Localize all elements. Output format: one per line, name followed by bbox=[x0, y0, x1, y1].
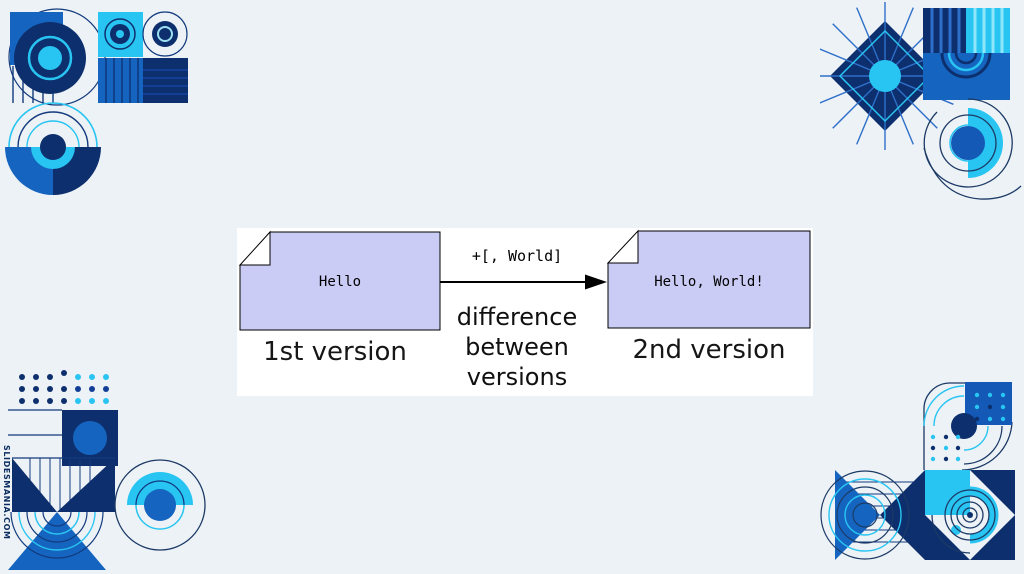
version-diff-diagram bbox=[238, 229, 811, 331]
half-circle-motif bbox=[5, 102, 101, 195]
watermark-text: SLIDESMANIA.COM bbox=[2, 445, 11, 540]
spiral-circle-motif bbox=[923, 98, 1022, 200]
watermark: SLIDESMANIA.COM bbox=[2, 445, 12, 571]
caption-first-version: 1st version bbox=[263, 337, 407, 367]
arrow-caption: difference between versions bbox=[456, 303, 578, 391]
note-shape-second-version bbox=[606, 229, 811, 329]
corner-decoration-top-left bbox=[5, 8, 188, 195]
triangles-arcs-motif bbox=[8, 457, 115, 570]
striped-arch-motif bbox=[923, 8, 1010, 100]
square-circle-motif bbox=[8, 409, 118, 466]
half-bullseye-motif bbox=[114, 459, 206, 551]
dots-grid bbox=[19, 370, 109, 404]
circle-square-motif bbox=[8, 8, 106, 106]
note-shape-first-version bbox=[238, 230, 441, 331]
note-content-second-version: Hello, World! bbox=[654, 274, 764, 290]
bullseye-squares-motif bbox=[98, 11, 188, 103]
diamond-rings-motif bbox=[925, 470, 1015, 560]
starburst-diamond-motif bbox=[820, 2, 959, 150]
note-content-first-version: Hello bbox=[318, 274, 362, 290]
diagram-panel: Hello Hello, World! +[, World] 1st versi… bbox=[237, 228, 813, 396]
corner-decoration-top-right bbox=[820, 2, 1022, 200]
diff-arrow bbox=[440, 274, 607, 290]
bowtie-rings-motif bbox=[820, 470, 925, 560]
arrow-label: +[, World] bbox=[471, 247, 563, 265]
caption-second-version: 2nd version bbox=[632, 335, 786, 365]
rounded-bubble-motif bbox=[923, 382, 1013, 471]
corner-decoration-bottom-left bbox=[8, 370, 206, 570]
corner-decoration-bottom-right bbox=[820, 382, 1015, 560]
